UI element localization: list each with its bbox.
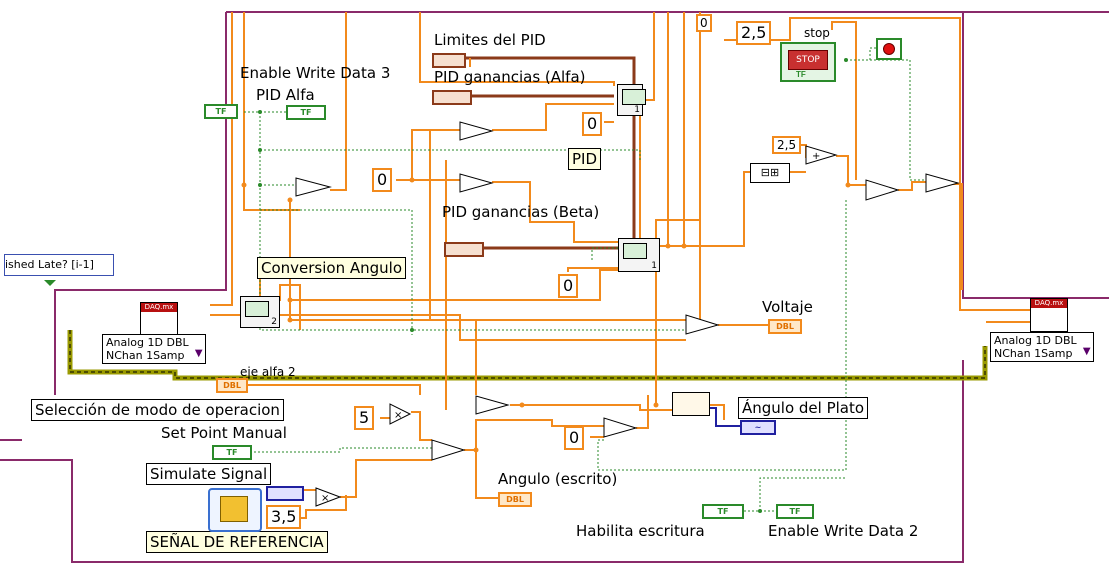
const-2-5-mid[interactable]: 2,5: [772, 136, 802, 154]
daqmx-read-node[interactable]: DAQ.mx: [140, 302, 178, 336]
angulo-escrito-label: Angulo (escrito): [498, 470, 618, 488]
simulate-signal-label: Simulate Signal: [146, 463, 272, 485]
pid-ganancias-beta-terminal[interactable]: [444, 242, 484, 257]
daqmx-read-mode-ring[interactable]: Analog 1D DBL NChan 1Samp ▼: [102, 334, 206, 364]
const-2-5-top[interactable]: 2,5: [736, 21, 772, 45]
habilita-escritura-label: Habilita escritura: [576, 522, 705, 540]
waveform-icon: [220, 496, 248, 522]
simulate-signal-output: [266, 486, 304, 501]
const-0-pid[interactable]: 0: [582, 112, 603, 136]
enable-write-2-terminal[interactable]: TF: [776, 504, 814, 519]
dropdown-arrow-icon: ▼: [194, 348, 203, 359]
pid-alfa-label: PID Alfa: [256, 86, 315, 104]
svg-text:×: ×: [394, 410, 402, 421]
set-point-manual-label: Set Point Manual: [161, 424, 287, 442]
pid-alfa-subvi[interactable]: 1: [617, 84, 646, 116]
pid-ganancias-alfa-terminal[interactable]: [432, 90, 472, 105]
eje-alfa-2-label: eje alfa 2: [240, 365, 296, 379]
dropdown-arrow-icon: ▼: [1082, 346, 1091, 357]
limites-pid-label: Limites del PID: [434, 31, 546, 49]
pid-label: PID: [568, 148, 602, 170]
angulo-plato-label: Ángulo del Plato: [738, 397, 869, 419]
const-0-bottom[interactable]: 0: [564, 426, 585, 450]
const-3-5[interactable]: 3,5: [266, 505, 302, 529]
conversion-angulo-subvi[interactable]: 2: [240, 296, 280, 328]
seleccion-modo-label: Selección de modo de operacion: [31, 399, 284, 421]
set-point-manual-terminal[interactable]: TF: [212, 445, 252, 460]
pid-beta-subvi[interactable]: 1: [618, 238, 660, 272]
enable-write-3-terminal[interactable]: TF: [204, 104, 238, 119]
voltaje-terminal[interactable]: DBL: [768, 319, 802, 334]
daqmx-write-mode-ring[interactable]: Analog 1D DBL NChan 1Samp ▼: [990, 332, 1094, 362]
stop-button[interactable]: STOP TF: [780, 42, 836, 82]
senal-referencia-label: SEÑAL DE REFERENCIA: [146, 531, 328, 553]
enable-write-3-label: Enable Write Data 3: [240, 64, 391, 82]
daqmx-write-node[interactable]: DAQ.mx: [1030, 298, 1068, 332]
stop-indicator-led: [876, 38, 902, 60]
pid-alfa-terminal[interactable]: TF: [286, 105, 326, 120]
const-0-left[interactable]: 0: [372, 168, 393, 192]
angulo-plato-terminal[interactable]: ~: [740, 420, 776, 435]
habilita-escritura-terminal[interactable]: TF: [702, 504, 744, 519]
voltaje-label: Voltaje: [762, 298, 813, 316]
svg-text:+: +: [812, 151, 820, 162]
const-5[interactable]: 5: [354, 406, 375, 430]
build-array-node[interactable]: ⊟⊞: [750, 163, 790, 183]
simulate-signal-express-vi[interactable]: [208, 488, 262, 532]
svg-text:×: ×: [321, 493, 329, 504]
stop-label: stop: [804, 26, 830, 40]
finished-late-node[interactable]: ished Late? [i-1]: [4, 254, 114, 276]
enable-write-2-label: Enable Write Data 2: [768, 522, 919, 540]
angulo-escrito-terminal[interactable]: DBL: [498, 492, 532, 507]
limites-pid-terminal[interactable]: [432, 53, 466, 68]
const-0-top[interactable]: 0: [696, 14, 712, 32]
eje-alfa-2-terminal[interactable]: DBL: [216, 378, 248, 393]
pid-ganancias-beta-label: PID ganancias (Beta): [442, 203, 600, 221]
const-0-beta[interactable]: 0: [558, 274, 579, 298]
merge-signals-node[interactable]: [672, 392, 710, 416]
pid-ganancias-alfa-label: PID ganancias (Alfa): [434, 68, 586, 86]
conversion-angulo-label: Conversion Angulo: [257, 257, 407, 279]
